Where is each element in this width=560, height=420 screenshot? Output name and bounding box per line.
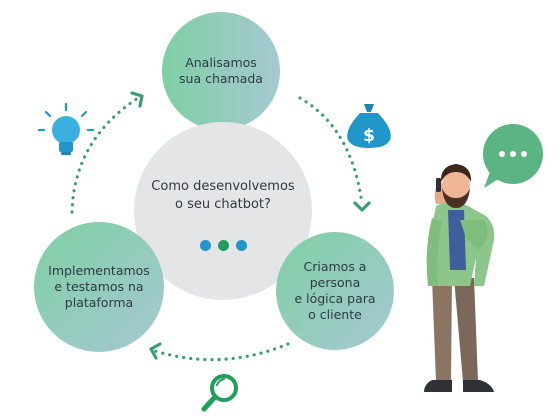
- svg-text:$: $: [363, 126, 375, 146]
- magnifier-icon: [201, 374, 238, 412]
- arrow-right-to-left: [150, 342, 290, 362]
- step-analisamos-circle: Analisamos sua chamada: [162, 12, 280, 130]
- arrow-left-to-top: [70, 96, 140, 214]
- arrowhead-top: [130, 91, 144, 108]
- typing-dot-2: [217, 239, 229, 251]
- typing-dot-3: [235, 239, 247, 251]
- center-question-text: Como desenvolvemos o seu chatbot?: [151, 178, 295, 212]
- typing-dot-1: [199, 239, 211, 251]
- step-implementamos-text: Implementamos e testamos na plataforma: [48, 263, 150, 310]
- step-criamos-text: Criamos a persona e lógica para o client…: [294, 259, 376, 322]
- person-on-phone-illustration: [424, 164, 495, 392]
- money-bag-icon: $: [347, 104, 391, 148]
- step-criamos-circle: Criamos a persona e lógica para o client…: [276, 232, 394, 350]
- lightbulb-icon: [37, 102, 95, 155]
- step-implementamos-circle: Implementamos e testamos na plataforma: [34, 222, 164, 352]
- arrow-top-to-right: [298, 96, 364, 206]
- step-analisamos-text: Analisamos sua chamada: [179, 55, 263, 86]
- chat-bubble-icon: [483, 124, 543, 188]
- arrowhead-right: [353, 201, 371, 212]
- typing-dots: [199, 239, 247, 251]
- arrowhead-left: [149, 342, 162, 360]
